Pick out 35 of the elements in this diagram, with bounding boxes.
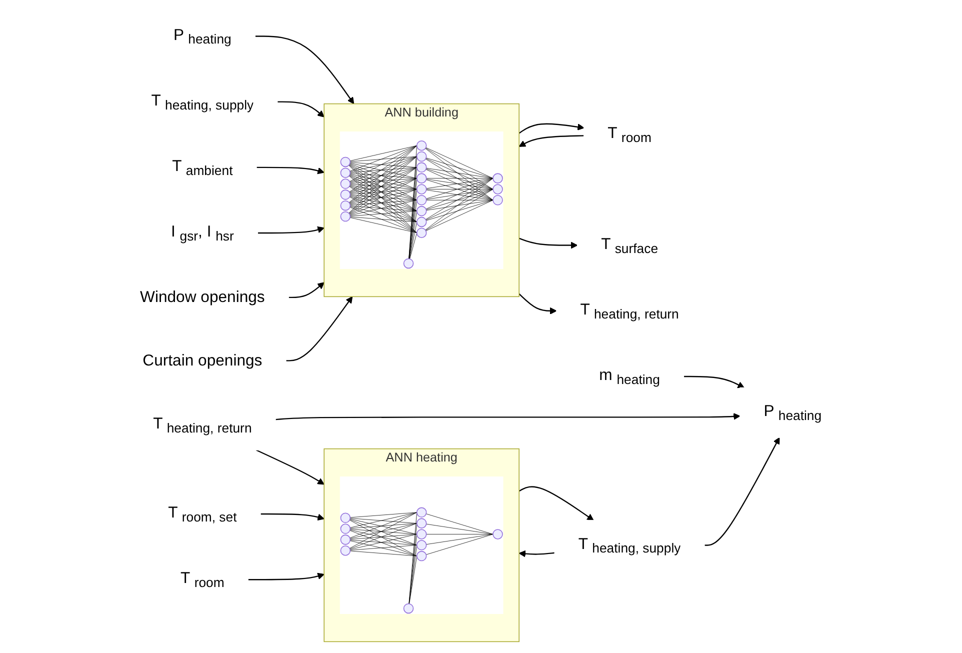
arrow (248, 572, 325, 580)
arrow (518, 293, 557, 314)
arrow (684, 376, 745, 388)
node-text: Window openings (140, 288, 266, 306)
arrow (518, 550, 555, 558)
node-text: T$_{heating, return}$ (153, 415, 252, 436)
arrow (704, 437, 780, 546)
cluster: ANN building (324, 103, 520, 298)
node-text: T$_{room, set}$ (168, 504, 237, 525)
arrow (519, 486, 594, 521)
node-text: T$_{surface}$ (601, 235, 658, 256)
arrow (276, 412, 740, 420)
arrow (256, 449, 325, 485)
node-text: T$_{room}$ (180, 570, 225, 590)
node-text: m$_{heating}$ (599, 366, 660, 388)
node-text: Curtain openings (142, 352, 262, 370)
node-text: T$_{ambient}$ (172, 158, 233, 178)
arrow (288, 282, 325, 298)
cluster: ANN heating (324, 448, 520, 642)
arrow (518, 135, 584, 147)
arrow (255, 36, 354, 104)
arrow (256, 166, 325, 174)
arrow (286, 296, 353, 362)
node-text: P$_{heating}$ (764, 402, 822, 424)
arrow (260, 513, 325, 521)
arrow (519, 238, 578, 249)
node-text: T$_{heating, supply}$ (151, 92, 254, 112)
node-text: T$_{heating, supply}$ (578, 535, 681, 556)
node-text: P$_{heating}$ (174, 26, 232, 47)
arrow (278, 101, 325, 118)
arrow (518, 123, 584, 134)
node-text: I$_{gsr}$, I$_{hsr}$ (171, 223, 234, 244)
node-text: T$_{room}$ (608, 124, 652, 146)
arrow (258, 226, 325, 234)
node-text: T$_{heating, return}$ (580, 301, 680, 322)
